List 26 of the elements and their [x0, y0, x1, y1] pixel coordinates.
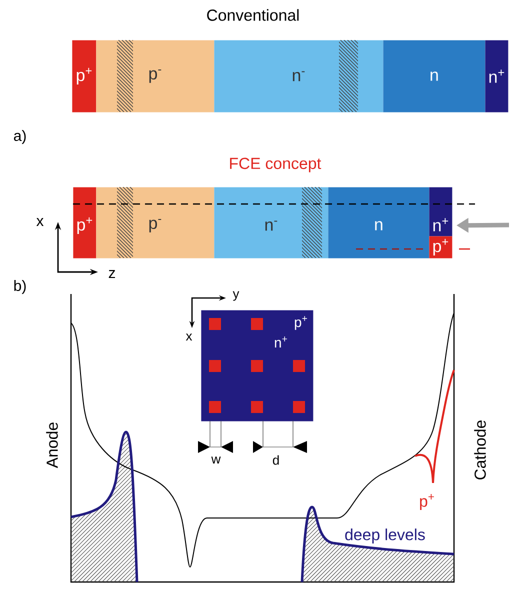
- doping-region: p$^{+}$: [73, 187, 96, 258]
- doping-region: p$^{-}$: [96, 187, 214, 258]
- panel-title: FCE concept: [230, 158, 322, 172]
- region-label: n$^{+}$: [274, 336, 288, 348]
- axis-label: x: [36, 218, 44, 226]
- doping-region: p$^{+}$: [429, 236, 452, 258]
- curve-label: p$^{+}$: [420, 494, 434, 510]
- panel-title: Conventional: [207, 9, 299, 21]
- electrode-label: Anode: [46, 422, 58, 468]
- axis-label: z: [108, 270, 115, 278]
- doping-region: p$^{+}$: [72, 40, 96, 112]
- region-label: p$^{+}$: [294, 316, 308, 330]
- doping-region: n$^{+}$: [485, 40, 508, 112]
- doping-region: n$^{-}$: [214, 187, 328, 258]
- axis-label: y: [232, 291, 240, 301]
- doping-region: p$^{-}$: [96, 40, 214, 112]
- dimension-label: w: [211, 456, 221, 464]
- panel-letter: a): [14, 130, 26, 144]
- dimension-label: d: [272, 455, 279, 465]
- doping-region: n: [383, 40, 486, 112]
- panel-letter: b): [14, 280, 26, 294]
- doping-region: n$^{-}$: [214, 40, 384, 112]
- doping-region: n: [328, 187, 430, 258]
- doping-region: n$^{+}$: [429, 187, 452, 236]
- electrode-label: Cathode: [474, 420, 486, 480]
- curve-label: deep levels: [345, 528, 425, 544]
